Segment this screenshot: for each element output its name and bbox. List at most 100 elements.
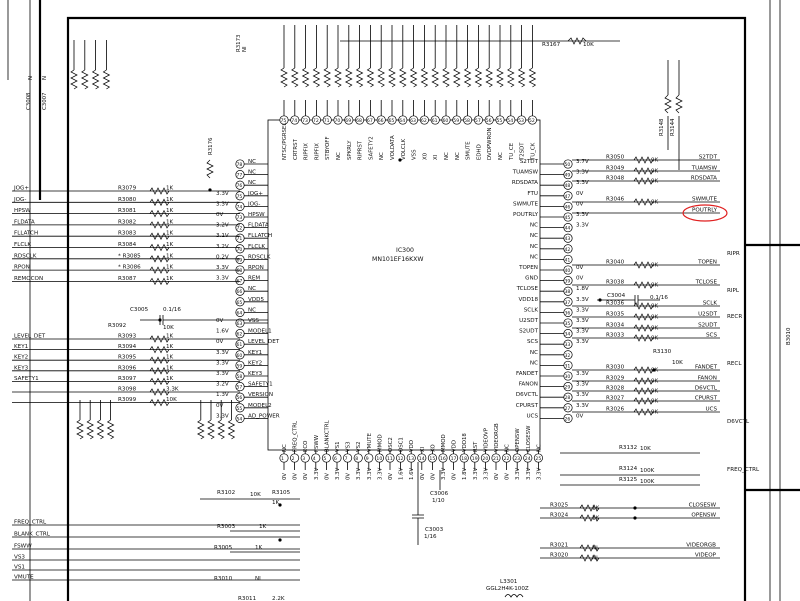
right-pin-number: 34 (565, 332, 571, 338)
bottom-res-value: NI (255, 576, 261, 582)
right-pin-number: 50 (565, 162, 571, 168)
top-pin-resistor (366, 67, 375, 88)
left-pin-voltage: 1.3V (216, 392, 229, 398)
left-pin-circle (235, 212, 245, 222)
junction-dot (633, 506, 637, 510)
top-pin-resistor (528, 67, 537, 88)
bottom-pin-voltage: 0V (324, 473, 330, 480)
left-net-resistor (149, 255, 170, 263)
bottom-pin-voltage: 0V (430, 473, 436, 480)
left-net2-resistor (149, 356, 170, 364)
top-pin-number: 55 (497, 118, 503, 124)
right-pin-circle (563, 371, 573, 381)
right-pin-number: 39 (565, 279, 571, 285)
right-pin-name: NC (530, 360, 538, 366)
right-net-label: TOPEN (697, 260, 717, 266)
bottom-pin-name: OPENSW (515, 428, 521, 452)
top-pin-name: NTSC/PGRSEL (282, 123, 288, 160)
lower-right-resistor (579, 544, 600, 552)
left-pin-circle (235, 360, 245, 370)
left-pin-voltage: 3.3V (216, 265, 229, 271)
right-net-resistor (633, 377, 654, 385)
net-d6vctl: D6VCTL (727, 419, 750, 425)
right-pin-name: U2SDT (519, 318, 539, 324)
bottom-pin-name: VS1 (335, 441, 341, 452)
right-net-res: R3027 (606, 396, 625, 402)
bottom-net-label: VMUTE (14, 575, 34, 581)
left-pin-circle (235, 350, 245, 360)
top-pin-name: X0 (422, 152, 428, 160)
lower-right-label: VIDEORGB (686, 543, 716, 549)
r3167-resistor (567, 37, 587, 45)
bottom-pin-number: 17 (451, 456, 457, 462)
bottom-pin-name: FSWW (314, 434, 320, 452)
bottom-pin-circle (459, 453, 469, 463)
left-net2-value: 3.3K (166, 387, 179, 393)
right-pin-circle (563, 201, 573, 211)
bottom-pin-name: RST (473, 441, 479, 452)
right-net-res: R3046 (606, 197, 625, 203)
lower-right-res: R3025 (550, 503, 569, 509)
right-net-resistor (633, 387, 654, 395)
bottom-pin-number: 6 (334, 456, 337, 462)
left-pin-circle (235, 170, 245, 180)
right-pin-circle (563, 286, 573, 296)
top-pin-resistor (409, 67, 418, 88)
right-net-res: R3026 (606, 407, 625, 413)
right-pin-circle (563, 180, 573, 190)
right-net-resistor (633, 324, 654, 332)
left-net-res: R3080 (118, 197, 137, 203)
top-pin-resistor (280, 67, 288, 88)
left-net-label: RPON (14, 265, 30, 271)
chip-ref: IC300 (396, 247, 414, 254)
top-pin-circle (452, 115, 462, 125)
left-net-label: RDSCLK (14, 253, 37, 259)
left-net2-value: 10K (166, 397, 177, 403)
left-net-res: R3079 (118, 186, 137, 192)
left-pin-name: VERSION (248, 392, 273, 398)
right-net-label: S2UDT (698, 323, 718, 329)
left-pin-circle (235, 223, 245, 233)
right-pin-voltage: 3.3V (576, 392, 589, 398)
right-pin-number: 37 (565, 300, 571, 306)
c3003-label: C3003 (425, 527, 444, 533)
right-pin-number: 44 (565, 226, 571, 232)
left-pin-number: 63 (237, 321, 243, 327)
bottom-pin-voltage: 3.3V (515, 467, 521, 480)
bottom-pin-number: 20 (482, 456, 488, 462)
right-pin-voltage: 3.3V (576, 339, 589, 345)
lower-right-value: NI (592, 546, 598, 552)
left-net2-resistor (149, 388, 170, 396)
top-pin-circle (398, 115, 408, 125)
left-pin-voltage: 3.3V (216, 413, 229, 419)
bottom-pin-circle (353, 453, 363, 463)
right-net-label: TUAMSW (691, 166, 718, 172)
r3130-label: R3130 (653, 349, 672, 355)
right-pin-voltage: 3.3V (576, 318, 589, 324)
left-net-res: * R3086 (118, 265, 141, 271)
bottom-pin-circle (374, 453, 384, 463)
bottom-pin-circle (385, 453, 395, 463)
chip-part: MN101EF16KXW (372, 256, 424, 263)
left-pin-name: REM (248, 276, 260, 282)
right-net-label: SWMUTE (692, 197, 717, 203)
top-pin-resistor (301, 67, 310, 88)
bottom-pin-circle (290, 453, 300, 463)
bottom-pin-name: FREQ_CTRL (293, 421, 299, 452)
bottom-pin-name: MMOD (441, 434, 447, 452)
left-pin-voltage: 3.3V (216, 201, 229, 207)
bottom-pin-voltage: 0V (346, 473, 352, 480)
left-pin-circle (235, 159, 245, 169)
right-pin-circle (563, 392, 573, 402)
bottom-pin-number: 9 (366, 456, 369, 462)
left-net2-resistor (149, 345, 170, 354)
left-pin-circle (235, 297, 245, 307)
top-pin-name: SMUTE (466, 141, 472, 160)
bottom-net-label: VS1 (14, 565, 25, 571)
top-pin-circle (311, 115, 321, 125)
bottom-pin-number: 19 (472, 456, 478, 462)
top-pin-name: T2SDT (520, 142, 526, 161)
bottom-left-resistor (227, 419, 236, 440)
top-pin-circle (430, 115, 440, 125)
left-pin-circle (235, 329, 245, 339)
